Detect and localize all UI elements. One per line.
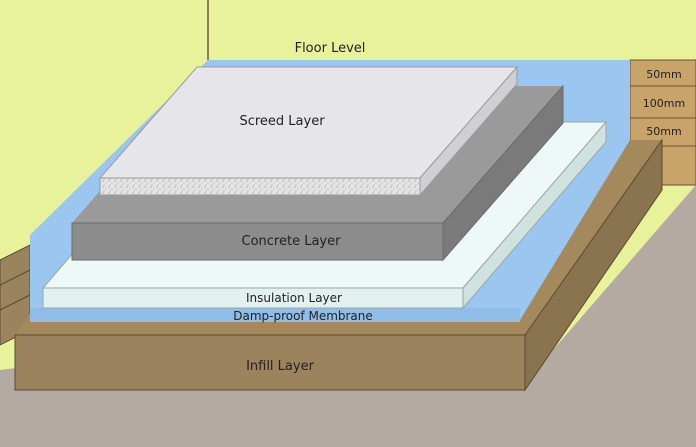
damp-proof-membrane-label: Damp-proof Membrane [233,309,373,323]
screed-layer-side [419,65,518,197]
screed-layer-front [99,177,421,196]
left-foundation-course [0,294,31,311]
dimension-label-bottom: 50mm [646,125,681,138]
left-foundation-course [0,269,31,286]
dimension-label-middle: 100mm [643,97,685,110]
floor-level-label: Floor Level [295,41,366,56]
concrete-layer-label: Concrete Layer [242,234,342,249]
damp-proof-membrane-front [30,308,520,322]
insulation-layer-label: Insulation Layer [246,291,342,305]
infill-layer-side [524,138,663,392]
insulation-layer-side [462,120,607,310]
screed-layer-label: Screed Layer [239,114,325,129]
infill-layer-label: Infill Layer [246,359,315,374]
dimension-label-top: 50mm [646,68,681,81]
concrete-layer-side [442,84,564,262]
